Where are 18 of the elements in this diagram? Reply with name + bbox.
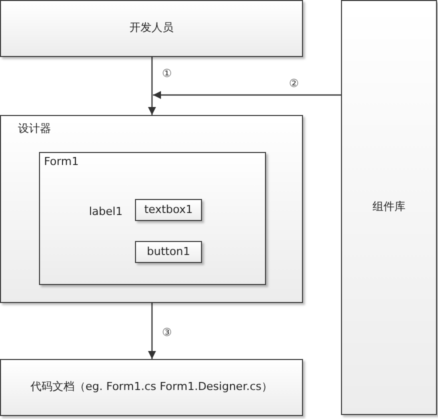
node-heading: Form1 [44, 154, 79, 170]
process-box [0, 359, 303, 416]
textbox-box [135, 199, 202, 221]
node-text: 开发人员 [130, 20, 174, 36]
container-box [39, 152, 266, 285]
arrow [148, 303, 156, 359]
control-label: label1 [89, 204, 123, 220]
node-text: textbox1 [144, 202, 193, 218]
arrow [148, 57, 156, 115]
container-box [0, 115, 303, 303]
process-box [135, 241, 202, 263]
process-box [0, 0, 303, 57]
node-text: button1 [146, 244, 190, 260]
node-text: 代码文档（eg. Form1.cs Form1.Designer.cs） [30, 379, 272, 396]
node-heading: 设计器 [18, 121, 51, 137]
arrow [153, 91, 341, 99]
process-box [341, 0, 437, 415]
node-text: 组件库 [372, 199, 406, 216]
